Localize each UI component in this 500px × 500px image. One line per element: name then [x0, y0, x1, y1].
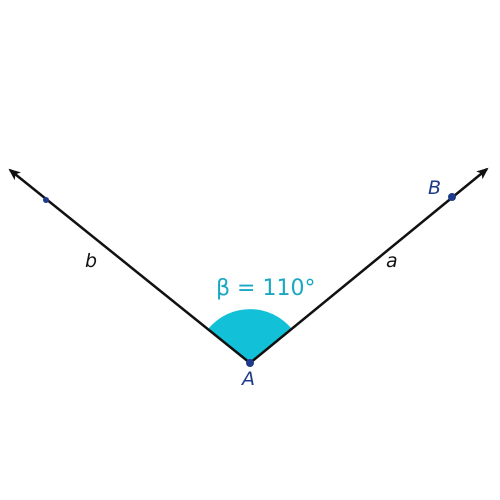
point-B-label: B: [428, 177, 442, 199]
point-B: [448, 193, 456, 201]
angle-sector: [208, 309, 292, 363]
angle-label: β = 110°: [216, 276, 316, 301]
vertex-A-label: A: [242, 368, 255, 390]
ray-b: [8, 168, 251, 364]
point-on-ray-b: [43, 197, 49, 203]
ray-a: [249, 167, 489, 364]
vertex-A: [246, 359, 254, 367]
ray-b-label: b: [85, 250, 98, 272]
ray-a-label: a: [386, 250, 398, 272]
